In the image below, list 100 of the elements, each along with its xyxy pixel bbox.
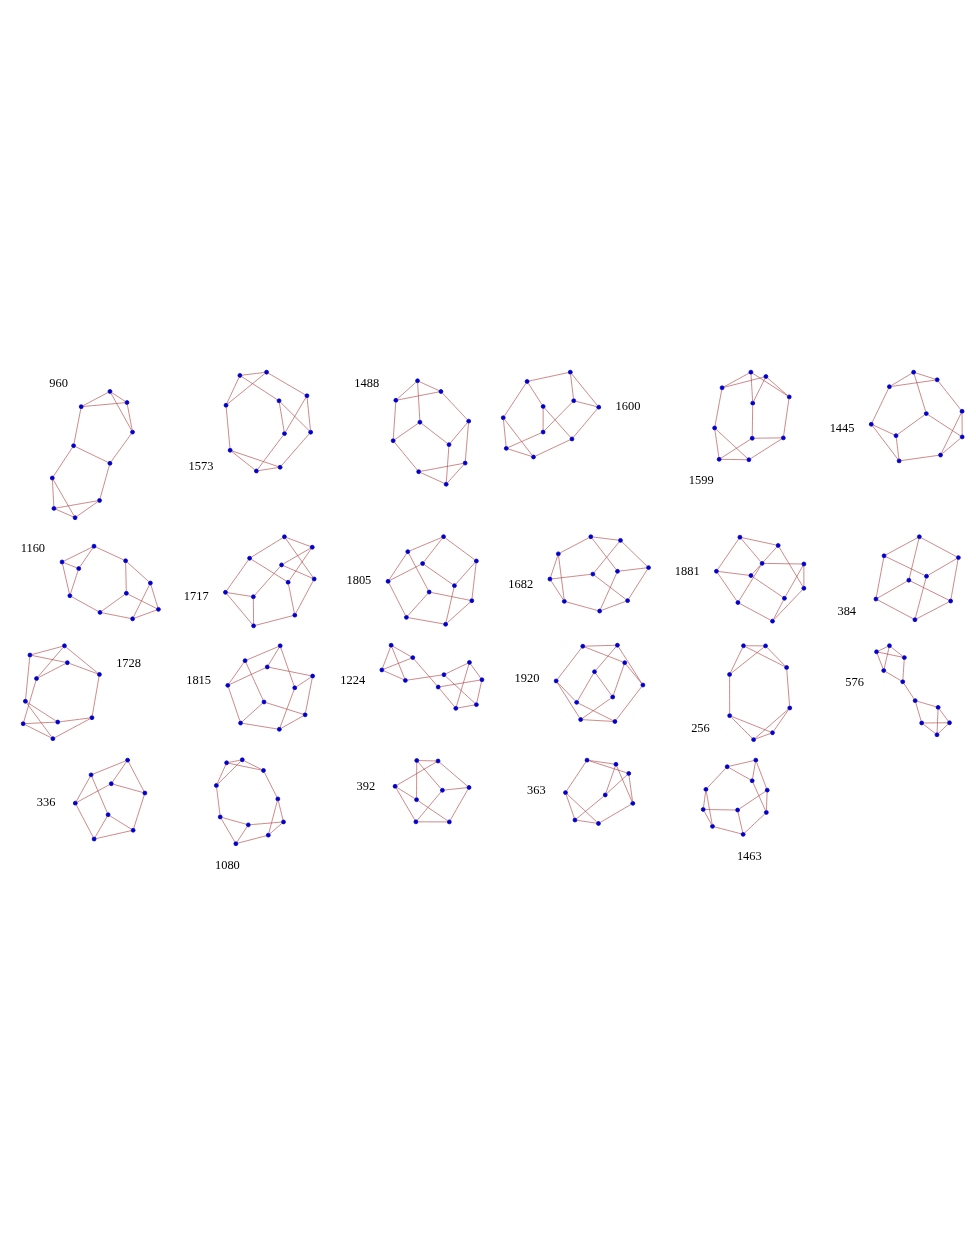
node-circle (540, 429, 546, 434)
connector (128, 761, 145, 791)
node-circle (420, 560, 425, 566)
connector (557, 647, 582, 680)
node-circle (584, 757, 590, 762)
node-circle (902, 654, 907, 660)
connector (110, 392, 132, 430)
connector (876, 557, 884, 597)
node-circle (479, 676, 485, 682)
node-circle (741, 642, 746, 648)
connector (125, 562, 127, 591)
node-circle (453, 705, 459, 711)
node-circle (740, 831, 746, 837)
connector (24, 723, 52, 738)
connector (227, 591, 252, 597)
connector (628, 568, 648, 599)
connector (556, 681, 580, 718)
node-circle (782, 595, 787, 601)
node-circle (753, 757, 759, 762)
node-circle (956, 554, 961, 560)
node-circle (414, 796, 419, 802)
node-circle (67, 592, 73, 598)
connector (423, 537, 443, 562)
connector (738, 564, 762, 601)
connector (766, 646, 786, 666)
connector (915, 372, 936, 379)
connector (82, 401, 126, 407)
node-circle (735, 807, 740, 812)
node-circle (71, 442, 76, 448)
connector (897, 414, 925, 435)
connector (507, 432, 542, 448)
connector (231, 450, 255, 470)
connector (55, 508, 74, 517)
node-circle (710, 823, 715, 829)
label: 1728 (116, 655, 142, 670)
node-circle (727, 712, 732, 718)
connector (504, 418, 533, 456)
node-circle (474, 558, 479, 563)
connector (731, 715, 771, 732)
connector (52, 478, 75, 516)
connector (280, 647, 295, 686)
connector (756, 761, 767, 788)
connector (570, 373, 574, 399)
connector (744, 813, 766, 833)
connector (407, 592, 428, 616)
connector (241, 702, 263, 722)
node-circle (264, 369, 269, 375)
connector (544, 407, 571, 437)
label: 1920 (514, 670, 540, 685)
node-circle (309, 544, 315, 550)
connector (785, 565, 804, 597)
connector (445, 537, 476, 560)
node-circle (703, 786, 709, 792)
node-circle (746, 456, 752, 462)
node-circle (887, 642, 892, 648)
node-circle (503, 445, 509, 451)
connector (456, 663, 470, 707)
node-circle (304, 392, 310, 398)
connector (739, 602, 771, 620)
connector (601, 600, 626, 611)
connector (416, 791, 442, 821)
node-circle (310, 673, 315, 678)
connector (226, 376, 240, 404)
node-circle (748, 572, 754, 578)
connector (728, 766, 751, 780)
connector (382, 646, 391, 668)
label: 1805 (346, 572, 372, 587)
node-circle (569, 436, 575, 441)
connector (883, 647, 890, 669)
node-circle (596, 820, 601, 826)
connector (112, 761, 127, 782)
node-circle (751, 736, 756, 742)
node-circle (622, 659, 628, 665)
node-circle (443, 621, 448, 627)
node-circle (626, 770, 632, 776)
node-circle (911, 369, 916, 375)
label: 363 (526, 782, 546, 797)
connector (950, 558, 959, 599)
node-circle (775, 542, 781, 548)
node-circle (467, 659, 472, 665)
connector (900, 454, 939, 461)
node-circle (393, 397, 399, 403)
node-circle (906, 577, 912, 583)
node-circle (596, 404, 602, 409)
node-circle (415, 377, 420, 383)
node-circle (763, 643, 768, 648)
connector (95, 546, 125, 560)
connector (445, 662, 468, 674)
connector (446, 601, 471, 623)
connector (126, 561, 150, 582)
connector (283, 565, 313, 578)
connector (397, 381, 417, 399)
connector (750, 373, 753, 401)
node-circle (239, 756, 245, 762)
connector (445, 675, 476, 703)
connector (714, 429, 720, 458)
connector (528, 382, 543, 405)
node-circle (474, 701, 479, 707)
connector (941, 412, 962, 453)
connector (566, 761, 587, 791)
